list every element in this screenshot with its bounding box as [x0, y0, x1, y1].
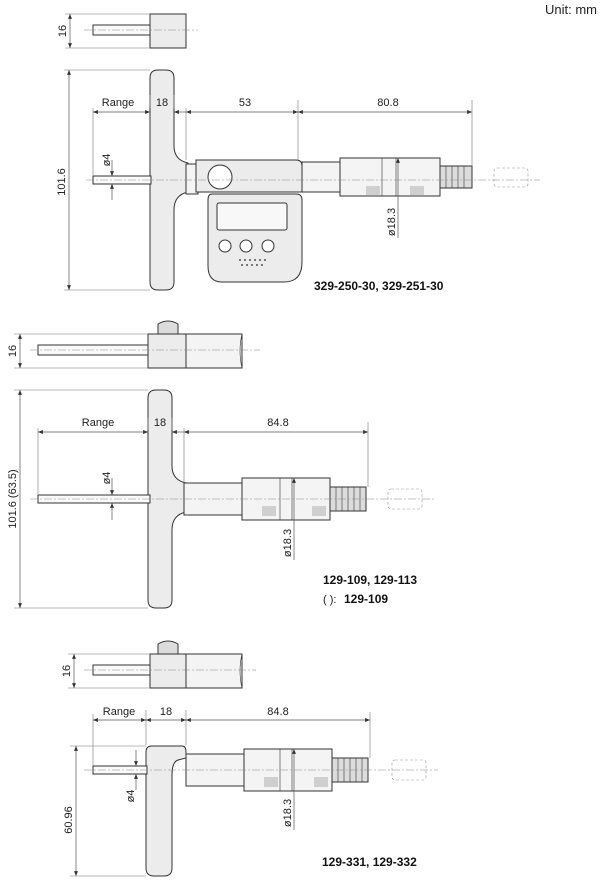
clamp-top-view	[157, 320, 179, 335]
clamp-top-view	[157, 640, 179, 655]
dim-101-6-label: 101.6 (63.5)	[7, 469, 19, 528]
button-1	[218, 239, 232, 253]
dim-18-label: 18	[156, 97, 168, 109]
dim-range-label: Range	[102, 97, 134, 109]
drawing-1: 16 Ra	[56, 13, 540, 293]
dim-phi18-3-label: ø18.3	[282, 799, 294, 827]
dim-phi4-label: ø4	[101, 154, 113, 167]
dim-84-8-label: 84.8	[267, 706, 288, 718]
drawing-3: 16 Range 18 84.8 60.96 ø4 ø18.3	[61, 640, 438, 877]
dim-53-label: 53	[239, 97, 251, 109]
sleeve-top-view	[185, 333, 243, 369]
ratchet-hidden	[493, 167, 529, 188]
sleeve-top-view	[185, 653, 243, 689]
drawing-2: 16 Range 18 84.8 101.6 (63.5) ø4	[7, 320, 434, 609]
top-view-1: 16	[57, 13, 198, 49]
top-view-2: 16	[7, 320, 260, 369]
dim-16-label: 16	[61, 665, 73, 677]
model-label-1: 329-250-30, 329-251-30	[314, 279, 444, 293]
lcd-display	[216, 202, 288, 231]
dim-18-label: 18	[154, 417, 166, 429]
button-3	[261, 239, 275, 253]
unit-label: Unit: mm	[545, 2, 597, 17]
base-front-view	[145, 745, 187, 877]
button-2	[239, 239, 253, 253]
dim-16-label: 16	[57, 25, 69, 37]
dim-phi4-label: ø4	[125, 790, 137, 803]
base-top-view	[149, 13, 187, 49]
ratchet	[439, 165, 473, 189]
dim-80-8-label: 80.8	[377, 97, 398, 109]
sleeve	[301, 161, 341, 193]
dim-84-8-label: 84.8	[267, 417, 288, 429]
thimble	[339, 157, 441, 197]
dim-phi4-label: ø4	[101, 472, 113, 485]
top-view-3: 16	[61, 640, 256, 689]
paren-note-model: 129-109	[344, 592, 388, 606]
dim-60-96-label: 60.96	[63, 806, 75, 834]
dim-phi18-3-label: ø18.3	[386, 208, 398, 236]
model-label-2: 129-109, 129-113	[323, 573, 417, 587]
dim-range-label: Range	[82, 417, 114, 429]
dim-101-6-label: 101.6	[56, 168, 68, 196]
dim-phi18-3-label: ø18.3	[282, 529, 294, 557]
dim-16-label: 16	[7, 345, 19, 357]
speaker-dots	[239, 259, 266, 266]
base-top-view	[149, 653, 187, 689]
dim-range-label: Range	[103, 706, 135, 718]
dim-18-label: 18	[160, 706, 172, 718]
model-label-3: 129-331, 129-332	[322, 855, 417, 869]
clamp-knob	[207, 164, 233, 190]
base-top-view	[147, 333, 187, 369]
paren-note-symbol: ( ):	[323, 594, 336, 606]
